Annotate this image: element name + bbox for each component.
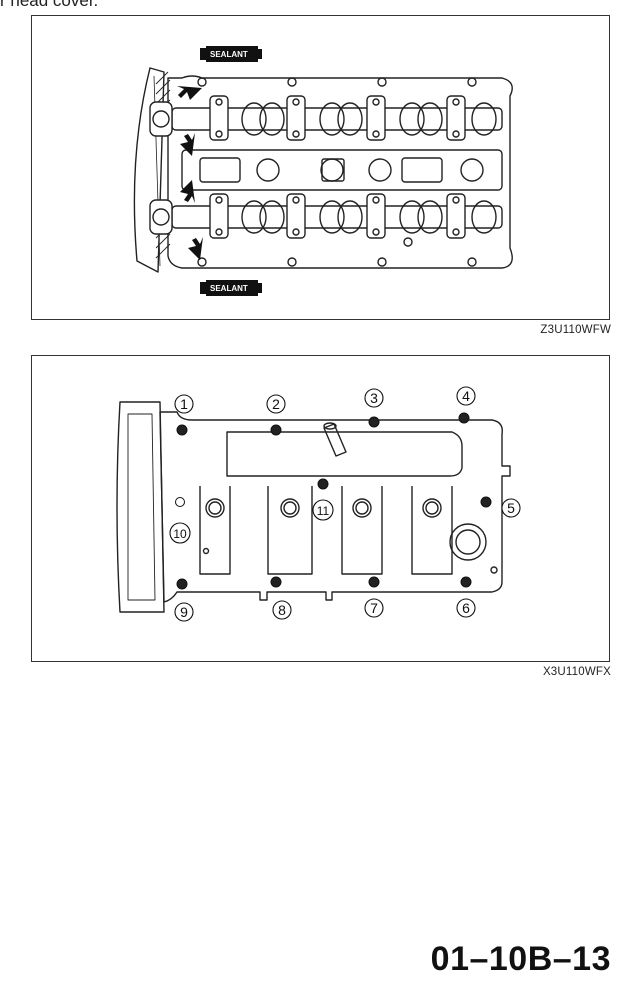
bolt-6 [460, 576, 472, 588]
section-heading: r head cover. [0, 0, 99, 10]
page-number: 01–10B–13 [430, 940, 611, 978]
cover-end-cap [116, 401, 165, 613]
bolt-3 [368, 416, 380, 428]
head-cover-bolt-sequence-figure: 1 2 3 4 5 6 7 8 9 10 11 [31, 355, 610, 662]
bolt-2 [270, 424, 282, 436]
bolt-markers [175, 412, 492, 590]
camshaft-sealant-figure: SEALANT SEALANT [31, 15, 610, 320]
sealant-tube-top-icon: SEALANT [200, 46, 262, 62]
cylinder-head-outline [167, 75, 513, 269]
bolt-9 [176, 578, 188, 590]
bolt-11 [317, 478, 329, 490]
head-cover-illustration: 1 2 3 4 5 6 7 8 9 10 11 [116, 386, 521, 622]
bolt-1 [176, 424, 188, 436]
sealant-tube-bottom-icon: SEALANT [200, 280, 262, 296]
figure-code: X3U110WFX [542, 666, 611, 678]
bolt-5 [480, 496, 492, 508]
bolt-callouts [169, 386, 521, 622]
sealant-arrows [177, 86, 203, 260]
bolt-8 [270, 576, 282, 588]
bolt-7 [368, 576, 380, 588]
cover-outline [159, 411, 511, 603]
bolt-10 [175, 497, 185, 507]
oil-filler-cap [449, 523, 487, 561]
exhaust-camshaft [149, 193, 503, 239]
plug-galley [181, 149, 503, 191]
figure-code: Z3U110WFW [540, 324, 611, 336]
bolt-4 [458, 412, 470, 424]
intake-camshaft [149, 95, 503, 141]
camshaft-illustration: SEALANT SEALANT [133, 46, 513, 296]
